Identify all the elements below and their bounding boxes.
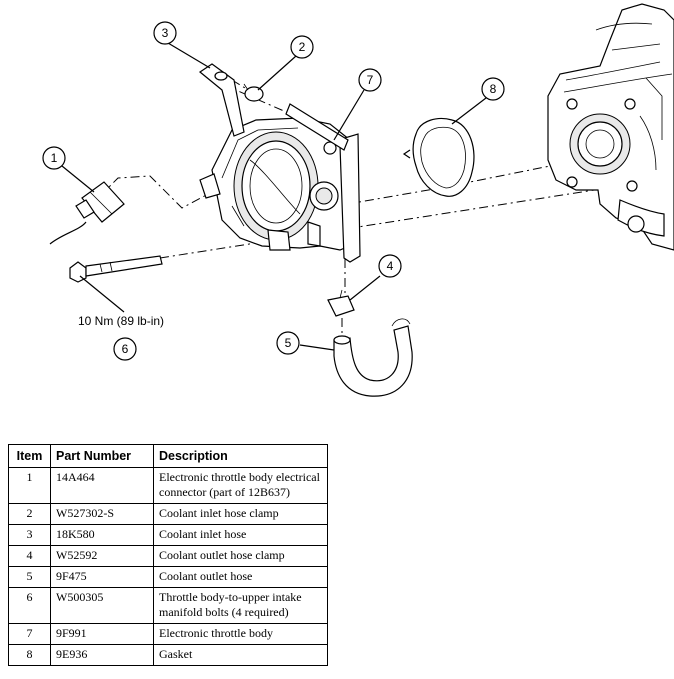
cell-part-number: W527302-S xyxy=(50,503,154,525)
callout-4: 4 xyxy=(378,254,402,278)
table-row: 6 W500305 Throttle body-to-upper intake … xyxy=(8,587,328,624)
table-row: 1 14A464 Electronic throttle body electr… xyxy=(8,467,328,504)
coolant-outlet-hose-clamp xyxy=(327,289,355,317)
callout-7: 7 xyxy=(358,68,382,92)
callout-5-label: 5 xyxy=(285,336,292,350)
cell-part-number: W52592 xyxy=(50,545,154,567)
header-item: Item xyxy=(8,444,51,468)
cell-part-number: 14A464 xyxy=(50,467,154,504)
parts-table: Item Part Number Description 1 14A464 El… xyxy=(8,444,328,666)
table-row: 5 9F475 Coolant outlet hose xyxy=(8,566,328,588)
alignment-lines xyxy=(99,79,621,338)
cell-part-number: W500305 xyxy=(50,587,154,624)
coolant-outlet-hose xyxy=(333,318,413,397)
callout-6: 6 xyxy=(113,337,137,361)
electrical-connector xyxy=(49,181,125,245)
cell-description: Coolant outlet hose clamp xyxy=(153,545,328,567)
torque-label: 10 Nm (89 lb-in) xyxy=(78,314,164,328)
cell-part-number: 9F991 xyxy=(50,623,154,645)
exploded-view-diagram: 3 2 7 8 1 4 5 6 10 Nm (89 lb-in) N000304… xyxy=(42,3,674,397)
gasket xyxy=(402,117,475,197)
callout-4-label: 4 xyxy=(387,259,394,273)
cell-part-number: 9F475 xyxy=(50,566,154,588)
cell-description: Electronic throttle body xyxy=(153,623,328,645)
bolt xyxy=(69,255,163,283)
coolant-inlet-hose-clamp xyxy=(243,83,264,102)
table-header-row: Item Part Number Description xyxy=(8,444,328,468)
table-row: 2 W527302-S Coolant inlet hose clamp xyxy=(8,503,328,525)
cell-item: 4 xyxy=(8,545,51,567)
cell-description: Coolant outlet hose xyxy=(153,566,328,588)
callout-8: 8 xyxy=(481,77,505,101)
cell-description: Electronic throttle body electrical conn… xyxy=(153,467,328,504)
coolant-inlet-hose xyxy=(198,63,245,137)
cell-part-number: 9E936 xyxy=(50,644,154,666)
cell-description: Coolant inlet hose clamp xyxy=(153,503,328,525)
upper-intake-manifold xyxy=(547,3,674,251)
cell-item: 1 xyxy=(8,467,51,504)
leader-lines xyxy=(61,42,487,351)
cell-description: Throttle body-to-upper intake manifold b… xyxy=(153,587,328,624)
cell-description: Gasket xyxy=(153,644,328,666)
callout-2-label: 2 xyxy=(299,40,306,54)
callout-7-label: 7 xyxy=(367,73,374,87)
header-part-number: Part Number xyxy=(50,444,154,468)
table-row: 3 18K580 Coolant inlet hose xyxy=(8,524,328,546)
callout-3: 3 xyxy=(153,21,177,45)
header-description: Description xyxy=(153,444,328,468)
cell-item: 8 xyxy=(8,644,51,666)
callout-2: 2 xyxy=(290,35,314,59)
callout-1-label: 1 xyxy=(51,151,58,165)
callout-5: 5 xyxy=(276,331,300,355)
callout-6-label: 6 xyxy=(122,342,129,356)
callout-8-label: 8 xyxy=(490,82,497,96)
cell-item: 5 xyxy=(8,566,51,588)
table-row: 7 9F991 Electronic throttle body xyxy=(8,623,328,645)
cell-item: 2 xyxy=(8,503,51,525)
cell-description: Coolant inlet hose xyxy=(153,524,328,546)
throttle-body xyxy=(199,103,361,263)
callout-1: 1 xyxy=(42,146,66,170)
table-row: 4 W52592 Coolant outlet hose clamp xyxy=(8,545,328,567)
cell-item: 6 xyxy=(8,587,51,624)
table-row: 8 9E936 Gasket xyxy=(8,644,328,666)
cell-item: 3 xyxy=(8,524,51,546)
callout-3-label: 3 xyxy=(162,26,169,40)
cell-item: 7 xyxy=(8,623,51,645)
cell-part-number: 18K580 xyxy=(50,524,154,546)
